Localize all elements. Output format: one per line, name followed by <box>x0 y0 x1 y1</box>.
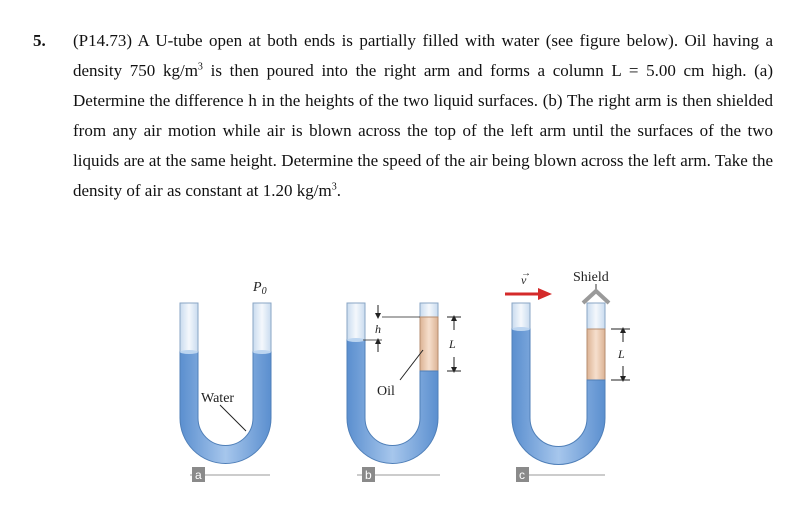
panel-a: Water P0 a <box>179 280 272 482</box>
panel-c-badge <box>516 467 529 482</box>
tube-a-right-empty <box>252 302 272 354</box>
problem-text-part1: (P14.73) A U-tube open at both ends is p… <box>73 31 773 80</box>
superscript-3a: 3 <box>197 61 203 73</box>
problem-text: (P14.73) A U-tube open at both ends is p… <box>73 26 773 206</box>
tube-b-right-empty <box>419 302 439 318</box>
h-label: h <box>375 322 381 336</box>
tube-c-left-empty <box>511 302 531 330</box>
tube-c-right-empty <box>586 302 606 330</box>
problem-text-part2: is then poured into the right arm and fo… <box>73 61 773 200</box>
l-label-c: L <box>617 347 625 361</box>
water-a <box>179 351 272 464</box>
water-b <box>346 339 439 464</box>
problem-number: 5. <box>33 31 46 50</box>
problem-text-part3: . <box>336 181 341 200</box>
panel-c-label: c <box>519 468 525 482</box>
panel-c: Shield v → L c <box>505 268 630 482</box>
svg-text:→: → <box>521 268 531 279</box>
panel-b-label: b <box>365 468 372 482</box>
panel-b-badge <box>362 467 375 482</box>
shield <box>581 288 611 305</box>
panel-a-label: a <box>195 468 202 482</box>
l-label-b: L <box>448 337 456 351</box>
superscript-3b: 3 <box>331 181 337 193</box>
tube-b-left-empty <box>346 302 366 341</box>
water-label: Water <box>201 391 234 406</box>
shield-label: Shield <box>573 270 609 285</box>
oil-label: Oil <box>377 384 395 399</box>
v-label: v <box>521 273 527 287</box>
tube-a-left-empty <box>179 302 199 354</box>
oil-column-c <box>586 328 606 381</box>
panel-b: h L Oil b <box>346 302 461 482</box>
water-c <box>511 328 606 465</box>
p0-label: P0 <box>252 280 267 297</box>
panel-a-badge <box>192 467 205 482</box>
oil-column-b <box>419 316 439 372</box>
